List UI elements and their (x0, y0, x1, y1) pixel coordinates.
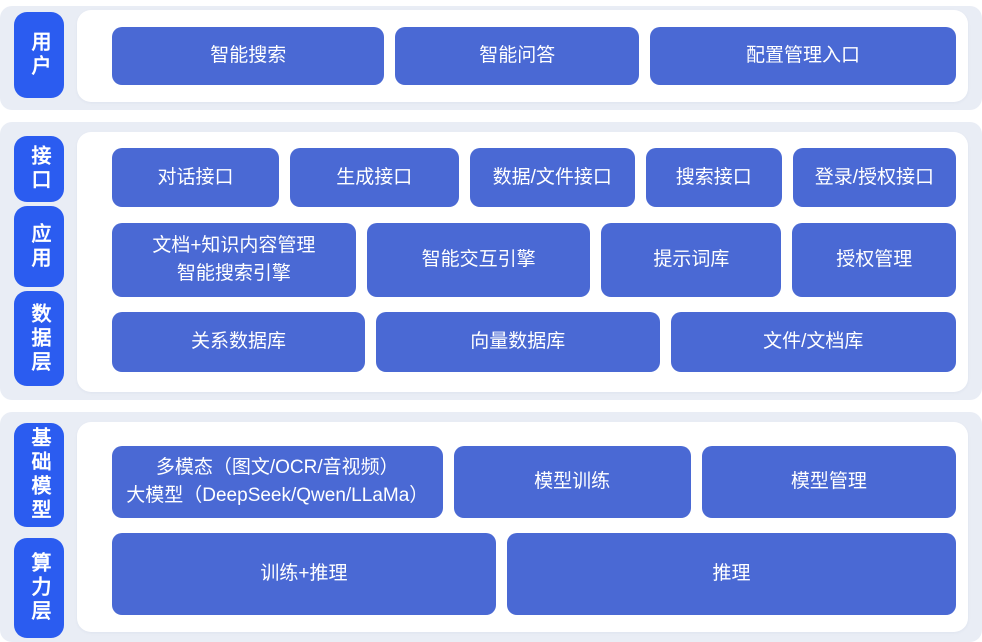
band-user-layer: 用户 智能搜索 智能问答 配置管理入口 (0, 6, 982, 110)
layer-label-compute-layer-text: 算力层 (28, 552, 50, 624)
block-vector-database: 向量数据库 (375, 312, 660, 372)
block-inference: 推理 (506, 533, 956, 615)
user-layer-panel: 智能搜索 智能问答 配置管理入口 (77, 10, 968, 102)
block-file-document-store: 文件/文档库 (670, 312, 956, 372)
block-dialog-api: 对话接口 (112, 148, 279, 207)
band-foundation-compute: 基础模型 算力层 多模态（图文/OCR/音视频） 大模型（DeepSeek/Qw… (0, 412, 982, 642)
layer-label-user-text: 用户 (28, 31, 50, 79)
layer-label-application-text: 应用 (28, 222, 50, 271)
application-row: 文档+知识内容管理 智能搜索引擎 智能交互引擎 提示词库 授权管理 (112, 222, 956, 297)
mid-layer-panel: 对话接口 生成接口 数据/文件接口 搜索接口 登录/授权接口 文档+知识内容管理… (77, 132, 968, 392)
block-generation-api: 生成接口 (289, 148, 459, 207)
layer-label-interface-text: 接口 (28, 145, 50, 193)
user-layer-row: 智能搜索 智能问答 配置管理入口 (112, 27, 956, 85)
block-login-auth-api: 登录/授权接口 (792, 148, 957, 207)
data-layer-row: 关系数据库 向量数据库 文件/文档库 (112, 312, 956, 372)
layer-label-data-layer-text: 数据层 (28, 302, 50, 375)
block-doc-knowledge-search-engine: 文档+知识内容管理 智能搜索引擎 (112, 222, 356, 297)
block-authorization-management: 授权管理 (792, 222, 956, 297)
band-interface-app-data: 接口 应用 数据层 对话接口 生成接口 数据/文件接口 搜索接口 登录/授权接口… (0, 122, 982, 400)
layer-label-compute-layer: 算力层 (14, 538, 64, 638)
block-config-management-entry: 配置管理入口 (649, 27, 956, 85)
layer-label-foundation-model: 基础模型 (14, 423, 64, 527)
block-prompt-library: 提示词库 (601, 222, 782, 297)
layer-label-user: 用户 (14, 12, 64, 98)
block-search-api: 搜索接口 (645, 148, 782, 207)
block-training-plus-inference: 训练+推理 (112, 533, 496, 615)
block-data-file-api: 数据/文件接口 (469, 148, 635, 207)
interface-row: 对话接口 生成接口 数据/文件接口 搜索接口 登录/授权接口 (112, 148, 957, 207)
mid-layer-labels: 接口 应用 数据层 (14, 136, 64, 386)
block-smart-interaction-engine: 智能交互引擎 (366, 222, 591, 297)
bottom-layer-labels: 基础模型 算力层 (14, 423, 64, 638)
layer-label-application: 应用 (14, 206, 64, 287)
compute-layer-row: 训练+推理 推理 (112, 533, 956, 615)
layer-label-foundation-model-text: 基础模型 (28, 427, 50, 523)
block-multimodal-large-model: 多模态（图文/OCR/音视频） 大模型（DeepSeek/Qwen/LLaMa） (112, 446, 443, 518)
block-model-training: 模型训练 (453, 446, 691, 518)
block-relational-database: 关系数据库 (112, 312, 365, 372)
block-smart-search: 智能搜索 (112, 27, 385, 85)
foundation-model-row: 多模态（图文/OCR/音视频） 大模型（DeepSeek/Qwen/LLaMa）… (112, 446, 956, 518)
layer-label-data-layer: 数据层 (14, 291, 64, 386)
block-smart-qa: 智能问答 (395, 27, 639, 85)
bottom-layer-panel: 多模态（图文/OCR/音视频） 大模型（DeepSeek/Qwen/LLaMa）… (77, 422, 968, 632)
block-model-management: 模型管理 (701, 446, 956, 518)
user-layer-labels: 用户 (14, 12, 64, 98)
layer-label-interface: 接口 (14, 136, 64, 202)
